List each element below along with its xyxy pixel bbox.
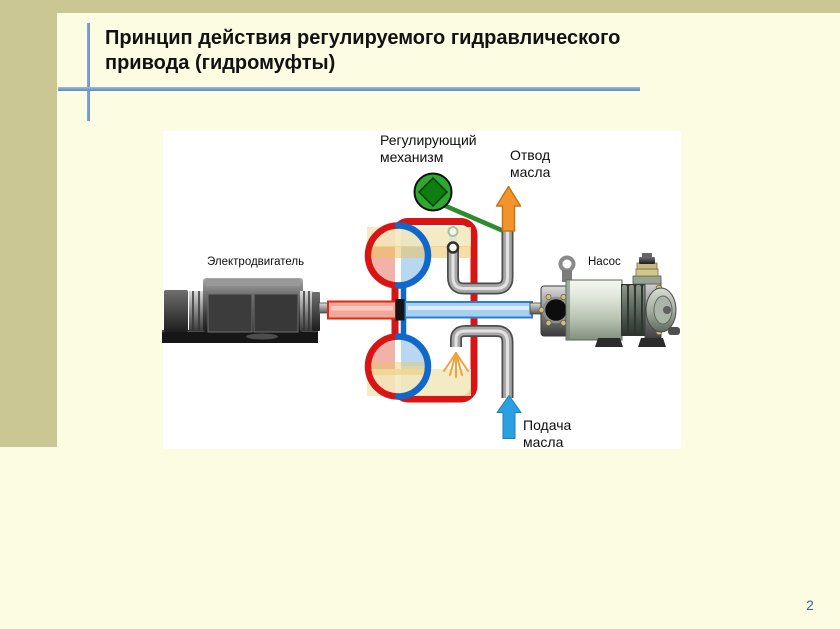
top-accent-band (0, 0, 840, 13)
page-number: 2 (806, 598, 814, 613)
label-regulator-line2: механизм (380, 148, 444, 165)
slide-title-line1: Принцип действия регулируемого гидравлич… (105, 27, 621, 49)
diagram-panel (163, 131, 681, 449)
slide-title-line2: привода (гидромуфты) (105, 52, 336, 74)
label-motor: Электродвигатель (207, 256, 305, 268)
label-regulator-line1: Регулирующий (380, 132, 477, 148)
label-oil-outlet-line1: Отвод (510, 147, 551, 163)
slide-title: Принцип действия регулируемого гидравлич… (105, 26, 705, 76)
title-vertical-rule (87, 23, 90, 121)
left-accent-band (0, 0, 57, 447)
title-horizontal-rule (58, 87, 640, 91)
label-oil-supply-line1: Подача (523, 417, 572, 433)
label-oil-supply-line2: масла (523, 433, 564, 450)
label-oil-outlet-line2: масла (510, 163, 551, 180)
label-pump: Насос (588, 256, 621, 268)
